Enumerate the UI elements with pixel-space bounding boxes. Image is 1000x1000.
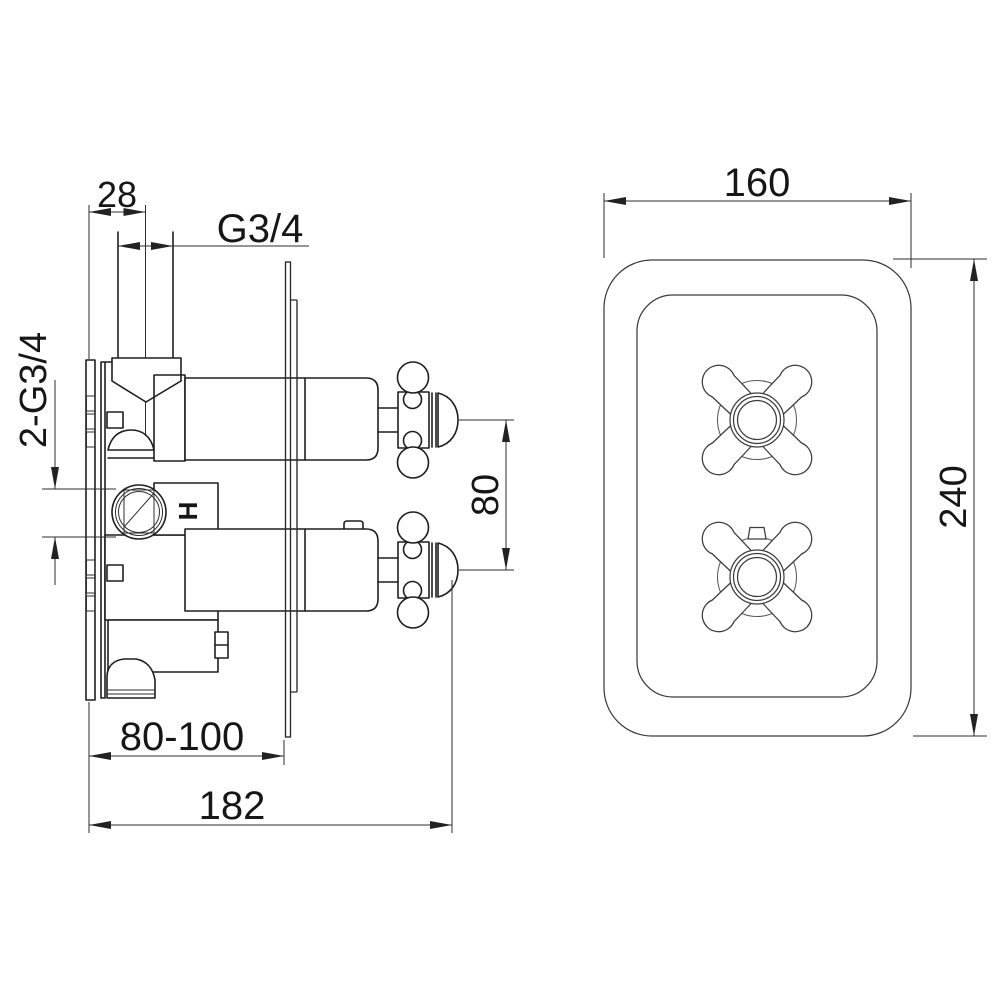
- thermostatic-cartridge-top: [184, 377, 379, 461]
- mounting-rail: [85, 359, 113, 701]
- face-plate-recess: [636, 294, 878, 698]
- dimension-arrowhead: [118, 242, 140, 250]
- cross-handle-side-bottom: [396, 511, 459, 629]
- handle-hub-ring: [732, 395, 782, 445]
- side-dimensions: 28 G3/4 2-G3/4 80 80-100 182: [13, 174, 514, 833]
- dim-handle-spacing: 80: [465, 474, 507, 516]
- top-pipe: [111, 205, 182, 436]
- dimension-arrowheads: [51, 197, 978, 829]
- front-dimensions: 160 240: [603, 161, 987, 737]
- handle-arm-ball: [396, 361, 430, 394]
- dimension-arrowhead: [51, 467, 59, 489]
- front-view: 160 240: [603, 161, 987, 737]
- handle-dome-cap: [437, 542, 459, 598]
- cartridge-stop-bump: [343, 520, 364, 530]
- dimension-arrowhead: [51, 537, 59, 559]
- dim-install-depth: 80-100: [120, 715, 245, 759]
- body-lug-lower: [106, 564, 124, 582]
- handle-hub-ring: [736, 556, 778, 598]
- dimension-arrowhead: [970, 259, 978, 281]
- diverter-tab: [747, 526, 767, 540]
- dimension-arrowhead: [89, 752, 111, 760]
- dim-plate-height: 240: [933, 465, 975, 528]
- dimension-arrowhead: [604, 197, 626, 205]
- dim-top-thread: G3/4: [217, 207, 304, 251]
- dimension-arrowhead: [262, 752, 284, 760]
- handle-arm-ball: [396, 596, 430, 629]
- hot-side-marker: H: [173, 502, 203, 521]
- inlet-port: [111, 484, 167, 540]
- dimension-arrowhead: [502, 420, 510, 442]
- wall-plate-profile: [284, 261, 298, 738]
- dimension-arrowhead: [89, 821, 111, 829]
- cross-handle-front-bottom: [701, 521, 813, 633]
- dimension-arrowhead: [151, 242, 173, 250]
- handle-arm-ball: [396, 446, 430, 479]
- handle-grooves: [431, 392, 437, 448]
- dim-plate-width: 160: [724, 161, 791, 205]
- handle-hub-ring: [732, 552, 782, 602]
- flow-cartridge-bottom: [184, 520, 379, 612]
- body-foot: [106, 658, 156, 699]
- body-lug-upper: [106, 411, 124, 429]
- handle-grooves: [431, 542, 437, 598]
- cross-handle-front-top: [701, 364, 813, 476]
- handle-arm-ball: [396, 511, 430, 544]
- dimension-arrowhead: [970, 714, 978, 736]
- dimension-arrowhead: [889, 197, 911, 205]
- inlet-dome: [107, 429, 155, 459]
- pipe-union: [111, 357, 182, 403]
- dimension-arrowhead: [430, 821, 452, 829]
- dim-overall-depth: 182: [199, 784, 266, 828]
- side-view: H 28 G3/4 2-: [13, 174, 514, 833]
- cross-handle-side-top: [396, 361, 459, 479]
- handle-stems: [377, 407, 399, 583]
- handle-hub-ring: [736, 399, 778, 441]
- dimension-arrowhead: [502, 548, 510, 570]
- dimension-arrowhead: [123, 208, 146, 216]
- face-plate: [603, 259, 912, 737]
- dimension-arrowhead: [89, 208, 111, 216]
- dim-inlet-thread: 2-G3/4: [13, 332, 55, 448]
- dim-pipe-offset: 28: [97, 174, 137, 215]
- handle-flange: [716, 379, 798, 461]
- handle-dome-cap: [437, 392, 459, 448]
